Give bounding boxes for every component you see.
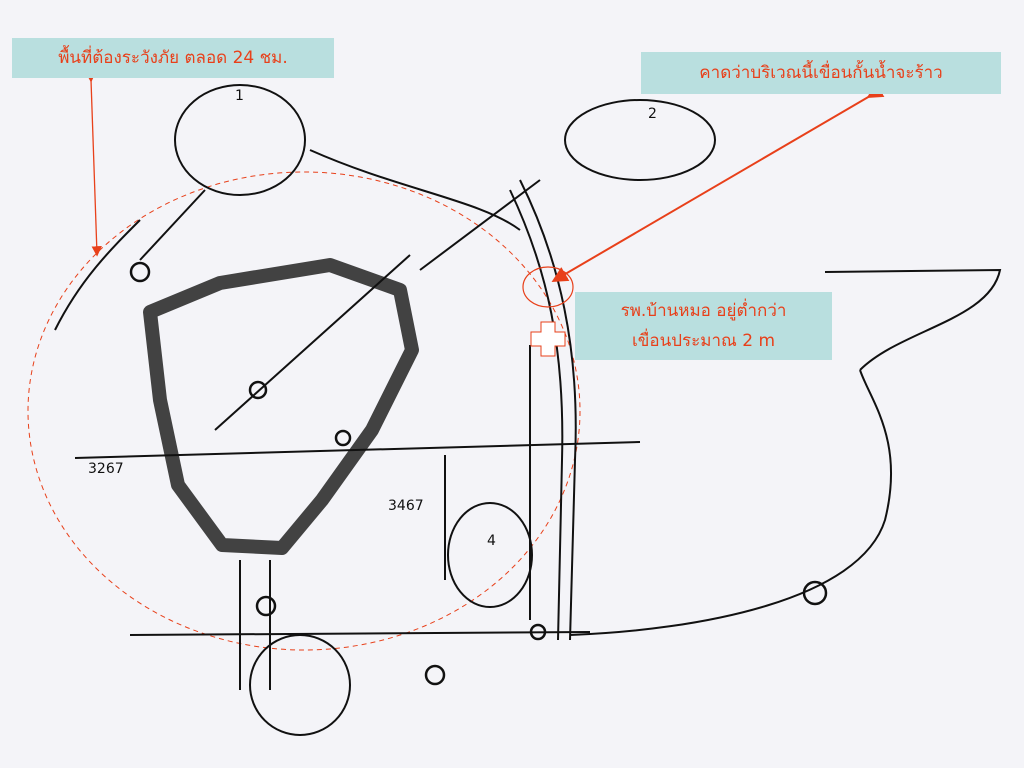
cloud-number-2: 2	[648, 106, 657, 122]
road-label-3467: 3467	[388, 498, 424, 514]
hospital-note-line2: เขื่อนประมาณ 2 m	[631, 331, 776, 351]
hospital-note-line1: รพ.บ้านหมอ อยู่ต่ำกว่า	[620, 301, 787, 321]
dam-weak-point-circle	[522, 266, 574, 308]
danger-zone-circle	[27, 171, 581, 651]
hospital-cross-icon	[530, 321, 566, 357]
flood-area	[143, 258, 419, 555]
hospital-note: รพ.บ้านหมอ อยู่ต่ำกว่า เขื่อนประมาณ 2 m	[575, 292, 832, 360]
watch-area-arrow	[85, 72, 102, 257]
roads	[54, 149, 1002, 690]
cloud-number-4: 4	[487, 533, 496, 549]
cloud-number-1: 1	[235, 88, 244, 104]
watch-area-note: พื้นที่ต้องระวังภัย ตลอด 24 ชม.	[12, 38, 334, 78]
map-markers	[129, 261, 828, 686]
dam-crack-arrow	[551, 83, 885, 283]
road-label-3267: 3267	[88, 461, 124, 477]
clouds	[174, 84, 716, 736]
dam-crack-note: คาดว่าบริเวณนี้เขื่อนกั้นน้ำจะร้าว	[641, 52, 1001, 94]
